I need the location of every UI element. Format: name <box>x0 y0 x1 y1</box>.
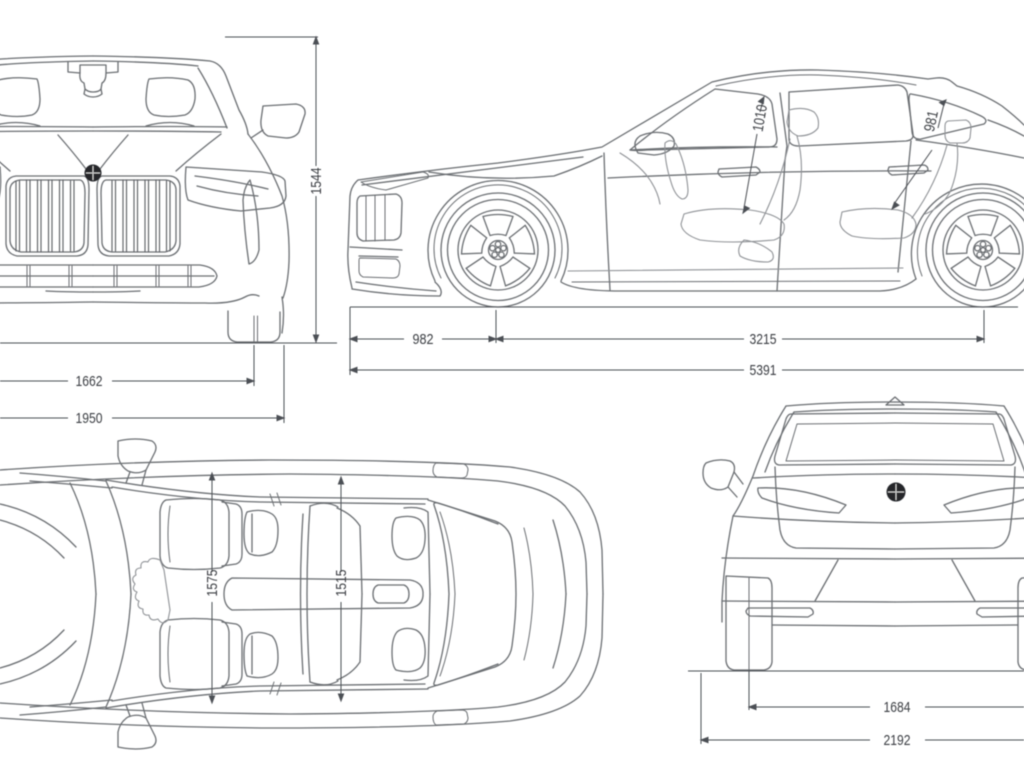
svg-text:1544: 1544 <box>308 168 325 195</box>
svg-text:1575: 1575 <box>204 570 221 597</box>
svg-text:1950: 1950 <box>76 410 103 427</box>
svg-text:2192: 2192 <box>884 732 911 749</box>
svg-text:1662: 1662 <box>76 373 103 390</box>
svg-text:3215: 3215 <box>750 331 777 348</box>
svg-text:982: 982 <box>413 331 434 348</box>
svg-text:1684: 1684 <box>884 699 911 716</box>
svg-text:5391: 5391 <box>750 362 777 379</box>
svg-text:1515: 1515 <box>333 570 350 597</box>
svg-text:981: 981 <box>921 109 942 133</box>
svg-text:1010: 1010 <box>750 103 771 133</box>
